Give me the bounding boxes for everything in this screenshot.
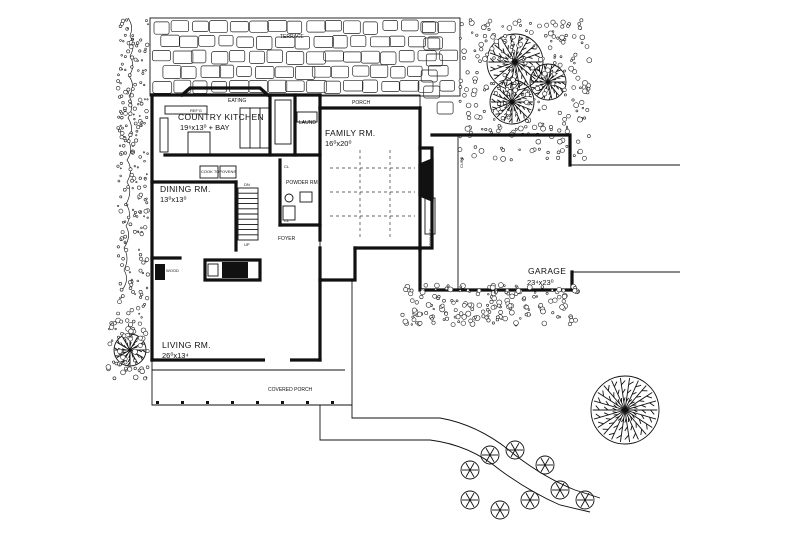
label-cook-top: COOK TOP xyxy=(201,169,222,174)
label-ovens: OVENS xyxy=(222,169,236,174)
walkway xyxy=(319,405,601,513)
label-storage-1: STORAGE xyxy=(429,210,434,230)
room-dims-garage: 23⁴x23⁰ xyxy=(527,278,554,287)
terrace-area: TERRACE xyxy=(149,17,461,115)
laundry: LAUND xyxy=(274,99,318,145)
covered-porch: COVERED PORCH xyxy=(151,280,353,406)
label-storage-2: STORAGE xyxy=(428,228,433,248)
room-label-dining-rm: DINING RM. xyxy=(160,184,211,194)
trees-top-right xyxy=(457,18,593,162)
room-label-porch: PORCH xyxy=(352,100,370,106)
label-up: UP xyxy=(244,242,250,247)
room-label-foyer: FOYER xyxy=(278,236,296,242)
room-label-eating: EATING xyxy=(228,98,246,104)
kitchen-fixtures: REF'G COOK TOP OVENS COUNTRY KITCHEN 19⁶… xyxy=(159,105,271,179)
room-label-terrace: TERRACE xyxy=(280,34,305,40)
room-label-covered-porch: COVERED PORCH xyxy=(268,387,313,393)
label-dn: DN xyxy=(244,182,250,187)
room-dims-family-rm: 16⁰x20⁰ xyxy=(325,139,351,148)
room-label-garage: GARAGE xyxy=(528,266,566,276)
house-walls xyxy=(150,93,434,362)
powder-room: POWDER RM CL CL xyxy=(282,164,318,223)
garage: CURB STORAGE GARAGE 23⁴x23⁰ xyxy=(418,133,680,292)
living-spaces: DINING RM. 13⁰x13⁰ FOYER WOOD LIVING RM.… xyxy=(155,184,296,362)
family-room: FAMILY RM. 16⁰x20⁰ STORAGE xyxy=(325,128,436,240)
room-dims-country-kitchen: 19⁶x13⁰ + BAY xyxy=(180,123,230,132)
room-dims-living-rm: 26⁰x13⁴ xyxy=(162,351,189,360)
room-label-laund: LAUND xyxy=(299,120,316,126)
label-curb: CURB xyxy=(459,156,464,168)
label-cl-2: CL xyxy=(284,218,290,223)
label-cl-1: CL xyxy=(284,164,290,169)
lower-landscaping xyxy=(105,282,660,520)
room-label-powder-rm: POWDER RM xyxy=(286,180,318,186)
left-hedge xyxy=(115,17,150,319)
room-label-family-rm: FAMILY RM. xyxy=(325,128,375,138)
label-wood: WOOD xyxy=(166,268,179,273)
room-label-living-rm: LIVING RM. xyxy=(162,340,211,350)
room-dims-dining-rm: 13⁰x13⁰ xyxy=(160,195,186,204)
stairs: DN UP xyxy=(237,182,259,247)
room-label-country-kitchen: COUNTRY KITCHEN xyxy=(178,112,264,122)
rear-porch: PORCH xyxy=(319,94,421,109)
label-refrig: REF'G xyxy=(190,108,202,113)
kitchen-bay: EATING xyxy=(179,86,271,104)
